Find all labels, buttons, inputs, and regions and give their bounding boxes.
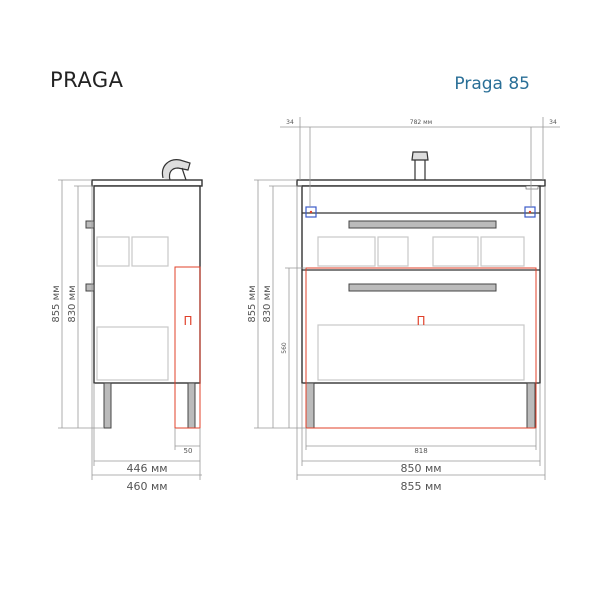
mount-point [524,206,536,218]
side-view: П 855 мм 830 мм 50 446 мм 460 мм [51,159,203,493]
left-offset: 34 [286,119,294,126]
front-leg [526,382,536,429]
front-width-body: 850 мм [400,462,441,475]
side-height-total: 855 мм [51,285,62,322]
side-install-zone [174,266,201,429]
front-install-zone [305,267,537,429]
faucet-icon [411,151,429,180]
drawer-handle [348,220,497,229]
side-height-body: 830 мм [67,285,78,322]
right-offset: 34 [549,119,557,126]
side-depth-total: 460 мм [126,480,167,493]
front-height-total: 855 мм [247,285,258,322]
drawer-handle [348,283,497,292]
model-name: Praga 85 [454,74,530,94]
front-countertop [296,179,546,187]
side-handle [85,283,95,292]
zone-width: 818 [414,447,427,455]
front-zone-mark: П [416,314,425,328]
side-depth-body: 446 мм [126,462,167,475]
mount-point [305,206,317,218]
inner-width: 782 мм [410,119,432,126]
front-height-body: 830 мм [262,285,273,322]
front-leg [305,382,315,429]
side-handle [85,220,95,229]
side-countertop [91,179,203,187]
zone-height: 560 [281,342,288,354]
faucet-icon [161,159,191,181]
side-leg [103,382,112,429]
side-zone-mark: П [183,314,192,328]
side-leg-offset: 50 [184,447,193,455]
front-view: П 34 782 мм 34 855 мм 830 мм 560 818 850… [247,117,560,493]
front-width-total: 855 мм [400,480,441,493]
page-title: PRAGA [50,68,124,92]
side-leg [187,382,196,429]
